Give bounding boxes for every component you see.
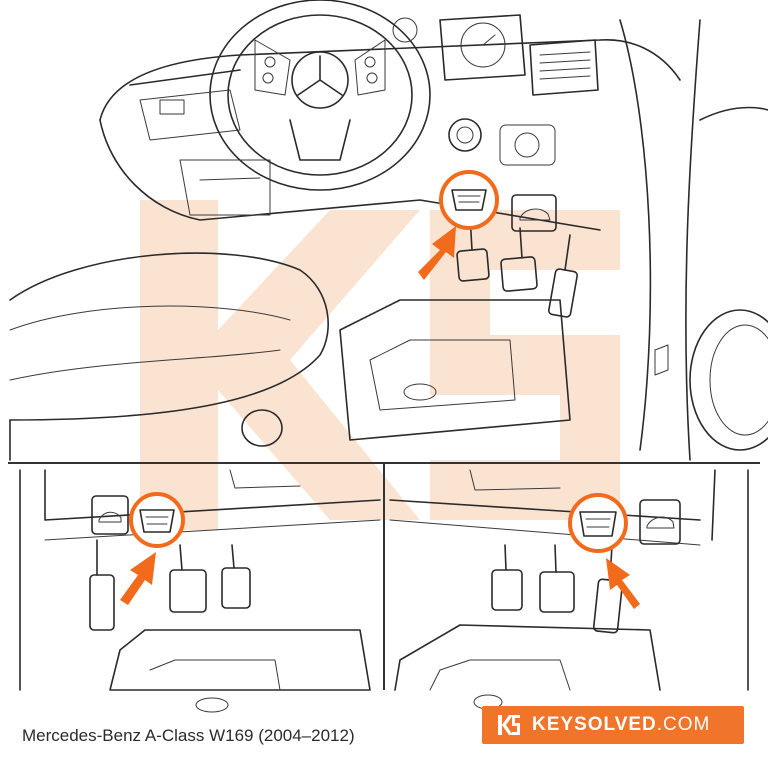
steering-wheel bbox=[209, 0, 431, 191]
main-view-panel bbox=[9, 0, 768, 461]
arrow-icon bbox=[418, 226, 456, 280]
floor-mat bbox=[339, 299, 571, 441]
brand-badge[interactable]: KEYSOLVED.COM bbox=[482, 706, 744, 744]
detail-right-panel bbox=[389, 469, 749, 710]
instrument-cluster bbox=[392, 14, 526, 81]
brand-domain: .COM bbox=[656, 714, 711, 735]
brand-name: KEYSOLVED bbox=[532, 714, 657, 735]
keysolved-logo-icon bbox=[498, 715, 520, 735]
arrow-icon bbox=[606, 558, 640, 609]
brand-wordmark: KEYSOLVED.COM bbox=[532, 714, 710, 736]
watermark-logo bbox=[140, 200, 620, 530]
obd-port-icon bbox=[568, 493, 628, 553]
arrow-icon bbox=[120, 552, 156, 605]
hood-release-icon bbox=[639, 499, 681, 545]
obd-port-icon bbox=[129, 492, 185, 548]
driver-seat bbox=[9, 252, 329, 461]
air-vent bbox=[529, 39, 599, 96]
obd-port-icon bbox=[439, 170, 499, 230]
detail-left-panel bbox=[19, 469, 381, 713]
hood-release-icon bbox=[511, 194, 557, 232]
vehicle-caption: Mercedes-Benz A-Class W169 (2004–2012) bbox=[22, 726, 355, 745]
light-switch bbox=[448, 118, 556, 166]
pedals bbox=[456, 214, 578, 318]
hood-release-icon bbox=[91, 495, 129, 535]
